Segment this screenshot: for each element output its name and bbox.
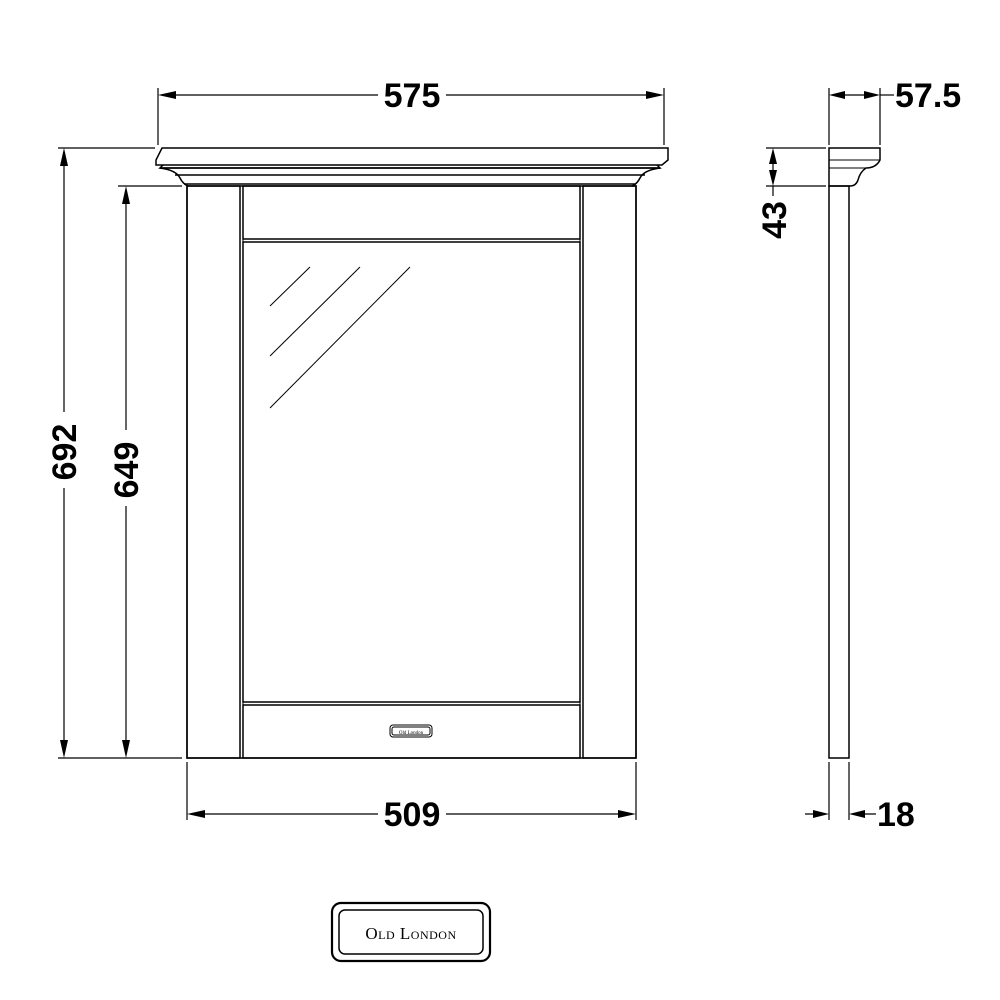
- dim-frame-height: 649: [108, 185, 182, 758]
- small-brand-badge: Old London: [389, 724, 433, 738]
- dim-label-509: 509: [384, 796, 441, 834]
- small-badge-text: Old London: [399, 731, 424, 736]
- old-london-logo: Old London: [330, 901, 492, 963]
- dim-label-575: 575: [384, 77, 441, 115]
- dim-cornice-depth: 57.5: [828, 77, 961, 145]
- dim-label-649: 649: [108, 442, 146, 499]
- dim-label-57-5: 57.5: [895, 77, 961, 115]
- dim-label-18: 18: [877, 796, 915, 834]
- front-view: Old London: [155, 147, 669, 759]
- dim-label-43: 43: [756, 201, 794, 239]
- dim-frame-width: 509: [186, 762, 637, 834]
- side-view: [828, 147, 881, 759]
- mirror-glass: [242, 241, 581, 703]
- dim-overall-height: 692: [46, 147, 182, 759]
- top-rail: [242, 185, 581, 240]
- left-stile: [186, 185, 241, 759]
- dim-frame-depth: 18: [805, 762, 915, 834]
- bottom-rail: [242, 704, 581, 759]
- outer-frame: [186, 185, 637, 759]
- right-stile: [582, 185, 637, 759]
- side-frame: [828, 185, 850, 759]
- cornice: [155, 147, 669, 187]
- dim-cornice-height: 43: [756, 147, 826, 239]
- dim-label-692: 692: [46, 424, 84, 481]
- glass-reflection-marks: [269, 266, 411, 409]
- logo-text: Old London: [365, 924, 456, 943]
- dim-overall-width: 575: [157, 77, 665, 145]
- side-cornice-profile: [828, 147, 881, 187]
